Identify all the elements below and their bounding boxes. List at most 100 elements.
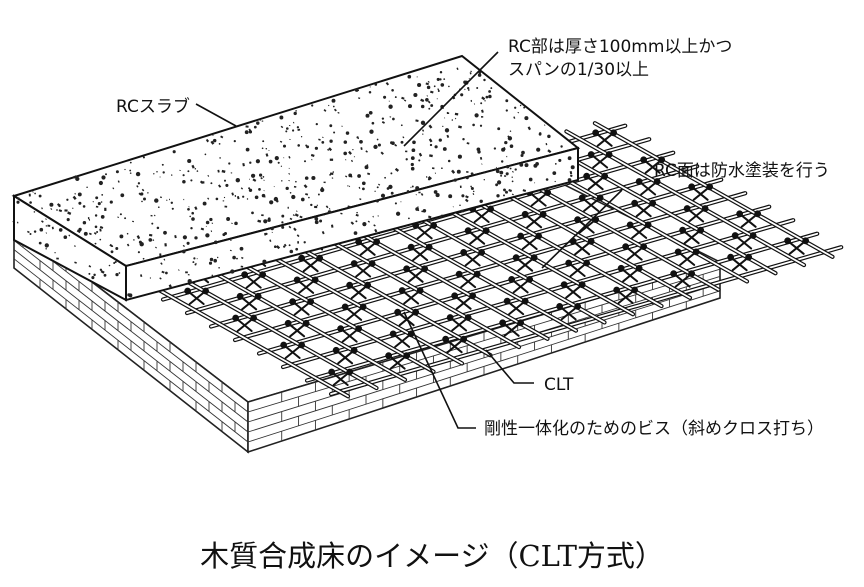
screw xyxy=(572,240,591,256)
screw-head xyxy=(626,221,634,229)
aggregate-dot xyxy=(44,243,49,248)
aggregate-dot xyxy=(63,235,68,239)
aggregate-chip xyxy=(259,119,261,122)
aggregate-dot xyxy=(332,105,335,108)
screw-head xyxy=(508,276,516,283)
aggregate-chip xyxy=(136,235,141,240)
aggregate-dot xyxy=(369,129,374,134)
aggregate-dot xyxy=(223,179,227,182)
aggregate-chip xyxy=(495,166,497,169)
aggregate-dot xyxy=(124,217,127,220)
aggregate-chip xyxy=(231,222,233,225)
aggregate-dot xyxy=(505,109,508,112)
aggregate-dot xyxy=(504,140,508,145)
aggregate-dot xyxy=(113,261,116,265)
aggregate-dot xyxy=(303,241,306,244)
screw-head xyxy=(578,194,586,202)
aggregate-dot xyxy=(226,217,231,221)
aggregate-dot xyxy=(392,117,395,121)
aggregate-dot xyxy=(415,207,419,211)
aggregate-dot xyxy=(417,206,419,208)
screw-head xyxy=(631,286,639,294)
screw-head xyxy=(389,330,397,338)
aggregate-chip xyxy=(428,124,433,129)
screw xyxy=(300,257,319,273)
aggregate-chip xyxy=(241,256,244,259)
aggregate-dot xyxy=(390,172,393,175)
aggregate-dot xyxy=(519,104,522,107)
screw-head xyxy=(583,172,591,180)
aggregate-chip xyxy=(481,163,483,165)
aggregate-dot xyxy=(503,194,505,197)
screw-head xyxy=(350,260,358,267)
aggregate-chip xyxy=(140,274,143,278)
aggregate-chip xyxy=(367,172,371,176)
screw xyxy=(302,257,321,273)
aggregate-chip xyxy=(436,98,438,100)
aggregate-chip xyxy=(385,81,390,86)
aggregate-chip xyxy=(481,96,486,101)
aggregate-dot xyxy=(274,156,279,161)
screw xyxy=(631,223,650,239)
aggregate-chip xyxy=(420,193,424,196)
aggregate-chip xyxy=(207,197,210,200)
aggregate-dot xyxy=(488,94,492,99)
aggregate-dot xyxy=(467,87,470,90)
screw-head xyxy=(346,368,354,376)
aggregate-chip xyxy=(177,269,180,271)
aggregate-dot xyxy=(465,176,469,180)
aggregate-dot xyxy=(451,119,454,121)
screw-head xyxy=(446,314,454,321)
aggregate-chip xyxy=(191,164,195,169)
screw-head xyxy=(556,303,564,310)
aggregate-dot xyxy=(442,147,447,151)
screw xyxy=(567,262,586,277)
aggregate-dot xyxy=(519,163,524,167)
aggregate-dot xyxy=(255,159,261,164)
aggregate-dot xyxy=(411,185,414,188)
aggregate-dot xyxy=(310,203,313,207)
aggregate-dot xyxy=(306,145,310,149)
aggregate-dot xyxy=(560,145,563,148)
screw-head xyxy=(517,232,525,240)
aggregate-dot xyxy=(300,136,303,138)
aggregate-dot xyxy=(93,273,96,277)
aggregate-chip xyxy=(155,246,157,249)
aggregate-chip xyxy=(138,192,142,196)
rebar-bar-long-highlight xyxy=(330,246,843,395)
aggregate-chip xyxy=(421,129,425,132)
aggregate-dot xyxy=(444,128,450,133)
aggregate-chip xyxy=(394,167,400,172)
screw-head xyxy=(683,205,691,212)
aggregate-dot xyxy=(209,257,214,262)
screw xyxy=(353,262,372,278)
aggregate-chip xyxy=(427,100,431,104)
aggregate-chip xyxy=(126,243,130,247)
aggregate-dot xyxy=(357,137,359,140)
aggregate-chip xyxy=(96,197,98,199)
aggregate-dot xyxy=(187,278,192,284)
screw xyxy=(692,185,711,201)
screw-head xyxy=(407,243,415,251)
screw xyxy=(451,316,470,332)
aggregate-chip xyxy=(288,167,290,169)
aggregate-dot xyxy=(374,190,376,192)
aggregate-dot xyxy=(230,269,235,274)
aggregate-dot xyxy=(108,264,111,267)
aggregate-dot xyxy=(407,104,413,109)
aggregate-chip xyxy=(196,258,198,260)
aggregate-dot xyxy=(377,143,381,147)
screw-head xyxy=(539,210,547,218)
aggregate-dot xyxy=(187,158,192,164)
aggregate-dot xyxy=(547,134,551,139)
aggregate-dot xyxy=(285,127,289,130)
aggregate-dot xyxy=(265,148,268,150)
aggregate-dot xyxy=(374,83,378,86)
screw-head xyxy=(745,253,753,261)
aggregate-chip xyxy=(288,125,291,127)
aggregate-dot xyxy=(114,260,117,264)
screw-head xyxy=(355,238,363,246)
screw xyxy=(587,175,606,191)
aggregate-chip xyxy=(405,150,408,153)
aggregate-dot xyxy=(420,104,425,109)
